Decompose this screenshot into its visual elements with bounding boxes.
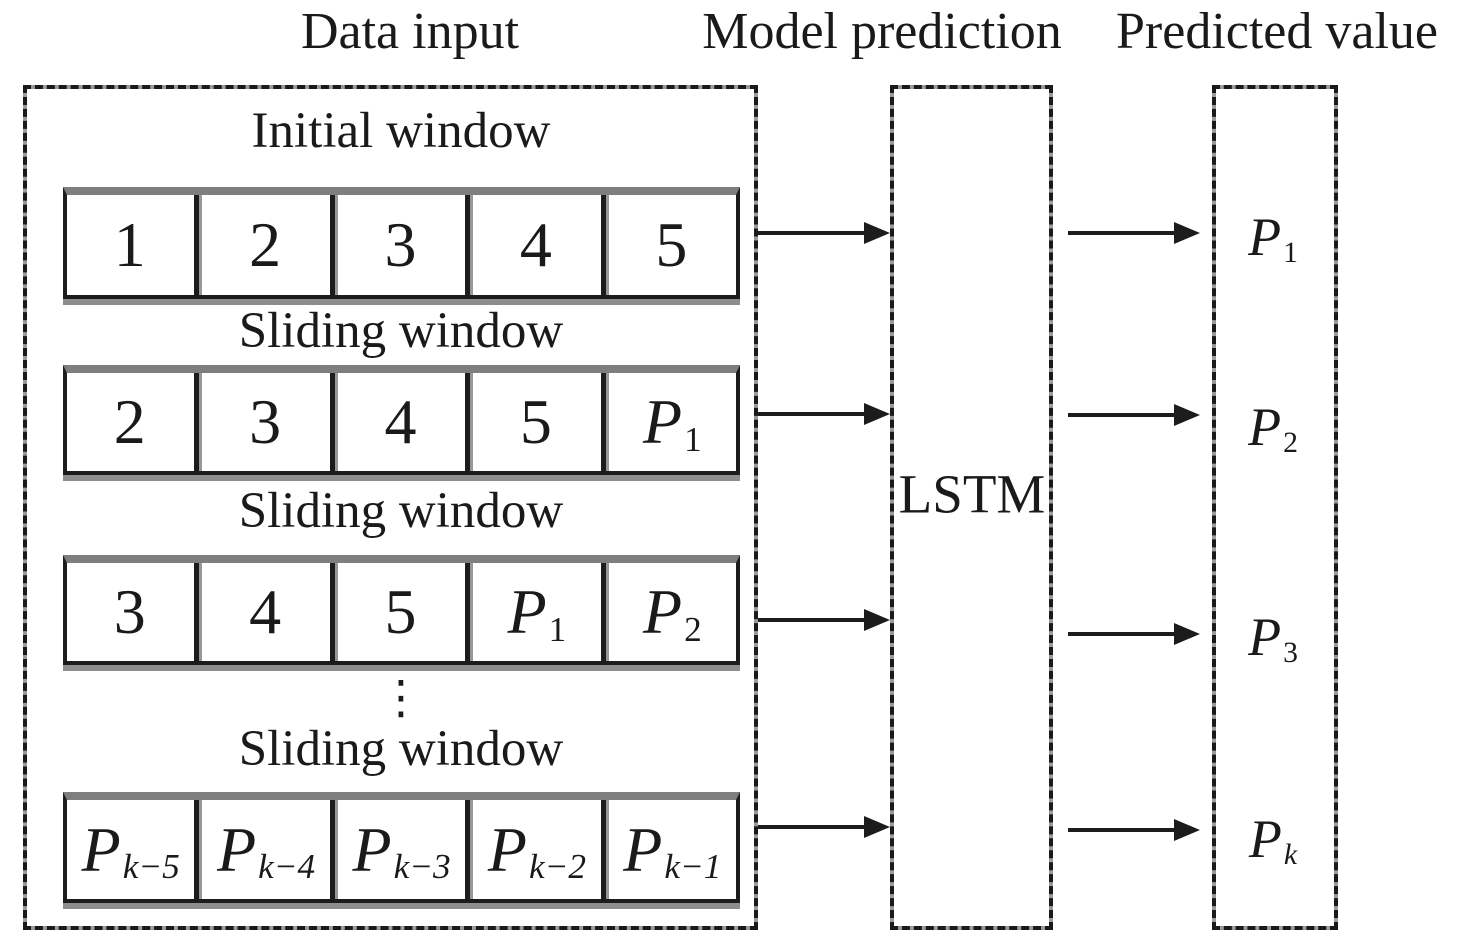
cell-value: P — [623, 813, 663, 885]
column-title-model-prediction: Model prediction — [702, 3, 1062, 60]
cell-subscript: k−3 — [393, 847, 451, 887]
window-cell: 3 — [67, 563, 200, 661]
arrow-head-icon — [1174, 819, 1200, 841]
window-cell: 4 — [470, 195, 606, 295]
cell-value: 5 — [519, 386, 552, 457]
cell-value: 1 — [113, 209, 146, 280]
arrow-input-1 — [758, 222, 890, 244]
arrow-shaft — [758, 231, 864, 235]
arrow-shaft — [758, 825, 864, 829]
arrow-shaft — [758, 412, 864, 416]
arrow-output-3 — [1068, 623, 1200, 645]
cell-subscript: k−4 — [258, 847, 316, 887]
window-row-sliding-2: 3 4 5 P1 P2 — [63, 555, 740, 665]
cell-value: 3 — [249, 386, 282, 457]
window-label-sliding-1: Sliding window — [238, 303, 564, 359]
cell-value: 4 — [384, 386, 417, 457]
window-cell: 5 — [605, 195, 736, 295]
arrow-shaft — [1068, 231, 1174, 235]
cell-subscript: 1 — [684, 419, 702, 459]
arrow-shaft — [1068, 632, 1174, 636]
arrow-input-2 — [758, 403, 890, 425]
window-cell: 2 — [67, 373, 200, 471]
arrow-head-icon — [864, 222, 890, 244]
lstm-panel — [890, 85, 1053, 930]
window-cell: Pk−4 — [199, 800, 335, 899]
cell-value: P — [487, 813, 527, 885]
arrow-head-icon — [1174, 404, 1200, 426]
arrow-head-icon — [1174, 623, 1200, 645]
window-label-initial: Initial window — [251, 103, 551, 159]
predicted-value-3: P3 — [1248, 607, 1298, 669]
cell-value: 3 — [384, 209, 417, 280]
arrow-head-icon — [1174, 222, 1200, 244]
cell-value: P — [217, 813, 257, 885]
cell-subscript: k−5 — [122, 847, 180, 887]
cell-subscript: 1 — [548, 609, 567, 649]
predicted-value-1: P1 — [1248, 207, 1298, 269]
window-cell: 1 — [67, 195, 200, 295]
window-cell: 5 — [470, 373, 606, 471]
window-cell: P1 — [470, 563, 606, 661]
cell-value: 3 — [113, 576, 146, 647]
window-label-sliding-3: Sliding window — [238, 721, 564, 777]
column-title-predicted-value: Predicted value — [1116, 3, 1438, 60]
cell-value: P — [352, 813, 392, 885]
arrow-input-3 — [758, 609, 890, 631]
predicted-value-panel — [1212, 85, 1338, 930]
arrow-head-icon — [864, 816, 890, 838]
cell-value: 5 — [655, 209, 688, 280]
window-cell: P1 — [605, 373, 736, 471]
window-cell: 2 — [199, 195, 335, 295]
cell-value: 2 — [249, 209, 282, 280]
arrow-output-4 — [1068, 819, 1200, 841]
lstm-label: LSTM — [898, 463, 1046, 525]
cell-value: P — [642, 576, 683, 647]
window-cell: Pk−1 — [605, 800, 736, 899]
window-cell: 4 — [199, 563, 335, 661]
column-title-data-input: Data input — [300, 3, 520, 60]
cell-value: 5 — [384, 576, 417, 647]
arrow-shaft — [1068, 413, 1174, 417]
arrow-head-icon — [864, 609, 890, 631]
window-row-sliding-1: 2 3 4 5 P1 — [63, 365, 740, 475]
window-row-sliding-3: Pk−5 Pk−4 Pk−3 Pk−2 Pk−1 — [63, 792, 740, 903]
window-cell: Pk−5 — [67, 800, 200, 899]
window-cell: 4 — [334, 373, 471, 471]
window-cell: 3 — [199, 373, 335, 471]
arrow-shaft — [758, 618, 864, 622]
arrow-output-1 — [1068, 222, 1200, 244]
window-cell: P2 — [605, 563, 736, 661]
cell-value: P — [507, 576, 547, 647]
arrow-input-4 — [758, 816, 890, 838]
cell-value: P — [81, 813, 121, 885]
predicted-value-k: Pk — [1248, 809, 1298, 871]
window-cell: Pk−3 — [334, 800, 471, 899]
window-cell: 5 — [334, 563, 471, 661]
vertical-ellipsis: ⋮ — [378, 670, 424, 724]
cell-value: 4 — [249, 576, 282, 647]
predicted-value-2: P2 — [1248, 397, 1298, 459]
arrow-output-2 — [1068, 404, 1200, 426]
cell-value: 4 — [519, 209, 552, 280]
window-cell: 3 — [334, 195, 471, 295]
arrow-head-icon — [864, 403, 890, 425]
cell-subscript: k−1 — [664, 847, 722, 887]
arrow-shaft — [1068, 828, 1174, 832]
window-label-sliding-2: Sliding window — [238, 483, 564, 539]
cell-value: 2 — [113, 386, 146, 457]
cell-subscript: 2 — [684, 609, 702, 649]
window-row-initial: 1 2 3 4 5 — [63, 187, 740, 299]
cell-value: P — [642, 386, 683, 457]
window-cell: Pk−2 — [470, 800, 606, 899]
cell-subscript: k−2 — [528, 847, 586, 887]
